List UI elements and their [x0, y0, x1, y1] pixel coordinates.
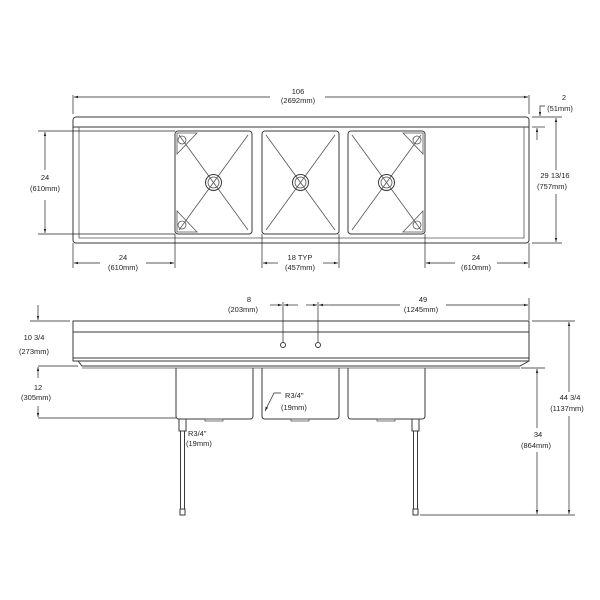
bowl-3: [347, 130, 426, 235]
left-drainboard-value: 24: [119, 253, 127, 262]
faucet-hole-left: [280, 342, 286, 348]
bowl-width-value: 18 TYP: [288, 253, 313, 262]
backsplash-height-value: 10 3/4: [24, 333, 45, 342]
corner-radius-center-value: R3/4": [285, 391, 304, 400]
backsplash-front: [72, 320, 530, 362]
bowl-depth-value: 12: [34, 383, 42, 392]
drainboard-inner-edge: [78, 127, 525, 239]
faucet-to-end-value: 49: [419, 295, 427, 304]
bowl-2: [261, 130, 340, 235]
right-drainboard-value: 24: [472, 253, 480, 262]
leg-left: [178, 418, 187, 516]
corner-radius-left-metric: (19mm): [186, 439, 212, 448]
faucet-spacing-value: 8: [247, 295, 251, 304]
faucet-hole-right: [315, 342, 321, 348]
top-view: [38, 95, 562, 268]
faucet-spacing-metric: (203mm): [228, 305, 259, 314]
bowl-3-front: [347, 368, 426, 420]
backsplash-depth-metric: (51mm): [547, 104, 573, 113]
right-drainboard-metric: (610mm): [461, 263, 492, 272]
sink-top-outline: [72, 116, 530, 244]
overall-height-metric: (1137mm): [550, 404, 584, 413]
corner-radius-center-metric: (19mm): [281, 403, 307, 412]
work-height-value: 34: [534, 430, 542, 439]
faucet-to-end-metric: (1245mm): [404, 305, 439, 314]
drainboard-lip: [77, 360, 530, 367]
overall-depth-metric: (757mm): [537, 182, 568, 191]
bowl-1-front: [175, 368, 254, 420]
bowl-1: [174, 130, 253, 235]
leg-right: [411, 418, 420, 516]
overall-height-value: 44 3/4: [560, 393, 581, 402]
backsplash-height-metric: (273mm): [19, 347, 50, 356]
bowl-depth-metric: (305mm): [21, 393, 52, 402]
overall-length-metric: (2692mm): [281, 96, 316, 105]
overall-depth-value: 29 13/16: [540, 171, 569, 180]
bowl-front-back-value: 24: [41, 173, 49, 182]
front-view: [30, 298, 575, 516]
bowl-width-metric: (457mm): [285, 263, 316, 272]
overall-length-value: 106: [292, 87, 305, 96]
work-height-metric: (864mm): [521, 441, 552, 450]
corner-radius-left-value: R3/4": [188, 429, 207, 438]
backsplash-depth-value: 2: [562, 93, 566, 102]
bowl-front-back-metric: (610mm): [30, 184, 61, 193]
left-drainboard-metric: (610mm): [108, 263, 139, 272]
